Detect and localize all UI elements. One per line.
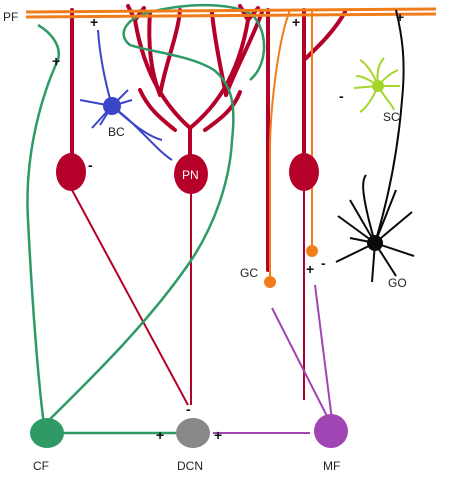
cf-label: CF	[33, 459, 49, 473]
sign-plus-pf-right: +	[292, 14, 300, 30]
sign-plus-gc: +	[306, 261, 314, 277]
mossy-fiber	[213, 284, 333, 434]
purkinje-cell-left-body	[56, 153, 86, 191]
sign-minus-dcn: -	[186, 401, 191, 417]
golgi-cell-body	[367, 235, 383, 251]
sign-minus-bc: -	[88, 157, 93, 173]
granule-cell-body	[264, 276, 276, 288]
sign-minus-go: -	[321, 255, 326, 271]
basket-cell-body	[103, 97, 121, 115]
granule-cell-axons	[269, 9, 313, 280]
mossy-fiber-body	[314, 414, 348, 448]
climbing-fiber	[26, 3, 266, 435]
purkinje-cell-right-body	[289, 153, 319, 191]
climbing-fiber-origin-body	[30, 418, 64, 448]
sign-plus-mf-dcn: +	[214, 427, 222, 443]
deep-cerebellar-nucleus-body	[176, 418, 210, 448]
stellate-cell-body	[372, 80, 384, 92]
sign-plus-pf-left: +	[90, 14, 98, 30]
golgi-cell	[335, 9, 415, 283]
purkinje-dendrites	[70, 4, 347, 272]
granule-cell-body-2	[306, 245, 318, 257]
parallel-fibers	[25, 7, 437, 19]
sign-plus-cf-left: +	[52, 53, 60, 69]
gc-label: GC	[240, 266, 258, 280]
pf-label: PF	[3, 10, 18, 24]
sign-minus-sc: -	[339, 88, 344, 104]
mf-label: MF	[323, 459, 340, 473]
dcn-label: DCN	[177, 459, 203, 473]
sign-plus-cf-dcn: +	[156, 427, 164, 443]
bc-label: BC	[108, 125, 125, 139]
sign-plus-go: +	[396, 9, 404, 25]
purkinje-neuron-body	[174, 154, 208, 194]
go-label: GO	[388, 276, 407, 290]
sc-label: SC	[383, 110, 400, 124]
pn-label: PN	[182, 168, 199, 182]
purkinje-axons	[71, 189, 305, 406]
